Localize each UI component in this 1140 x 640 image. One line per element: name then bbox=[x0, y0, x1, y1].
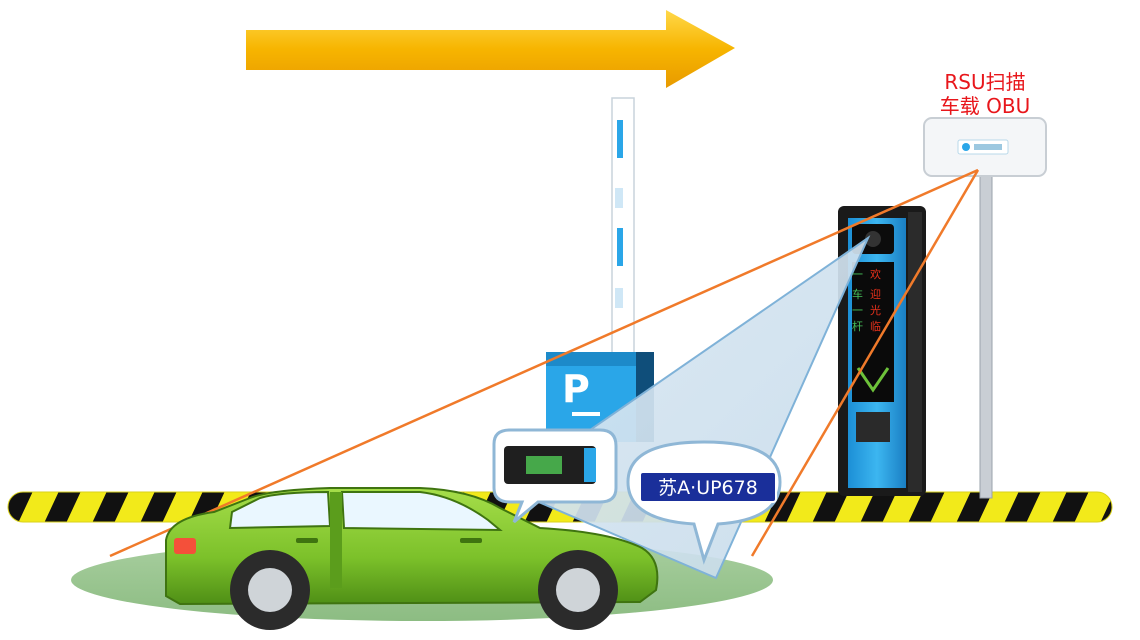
kiosk-display-green: 一 车 一 杆 bbox=[852, 268, 863, 333]
rsu-antenna-icon bbox=[923, 117, 1047, 177]
kiosk-red-char-4: 临 bbox=[870, 319, 881, 333]
rsu-annotation-line1: RSU扫描 bbox=[944, 70, 1026, 94]
license-plate bbox=[639, 471, 777, 503]
rsu-annotation-line2: 车载 OBU bbox=[939, 94, 1031, 118]
kiosk-display-red: 欢 迎 光 临 bbox=[870, 267, 881, 333]
rsu-annotation: RSU扫描 车载 OBU bbox=[900, 70, 1070, 118]
obu-callout bbox=[492, 428, 618, 524]
kiosk-char-4: 杆 bbox=[852, 319, 863, 333]
kiosk-char-2: 车 bbox=[852, 287, 863, 301]
direction-arrow-icon bbox=[246, 10, 735, 88]
rsu-scan-lines bbox=[109, 168, 980, 558]
license-plate-text: 苏A·UP678 bbox=[658, 477, 758, 499]
rsu-pole bbox=[979, 175, 993, 499]
ticket-kiosk bbox=[838, 206, 926, 496]
kiosk-red-char-1: 欢 bbox=[870, 267, 881, 281]
plate-callout: 苏A·UP678 bbox=[626, 440, 782, 565]
kiosk-char-3: 一 bbox=[852, 304, 863, 317]
green-car bbox=[165, 487, 659, 630]
svg-text:P: P bbox=[562, 367, 590, 411]
barrier-gate: P bbox=[546, 97, 654, 442]
kiosk-red-char-2: 迎 bbox=[870, 288, 881, 301]
kiosk-red-char-3: 光 bbox=[870, 303, 881, 317]
kiosk-char-1: 一 bbox=[852, 268, 863, 281]
